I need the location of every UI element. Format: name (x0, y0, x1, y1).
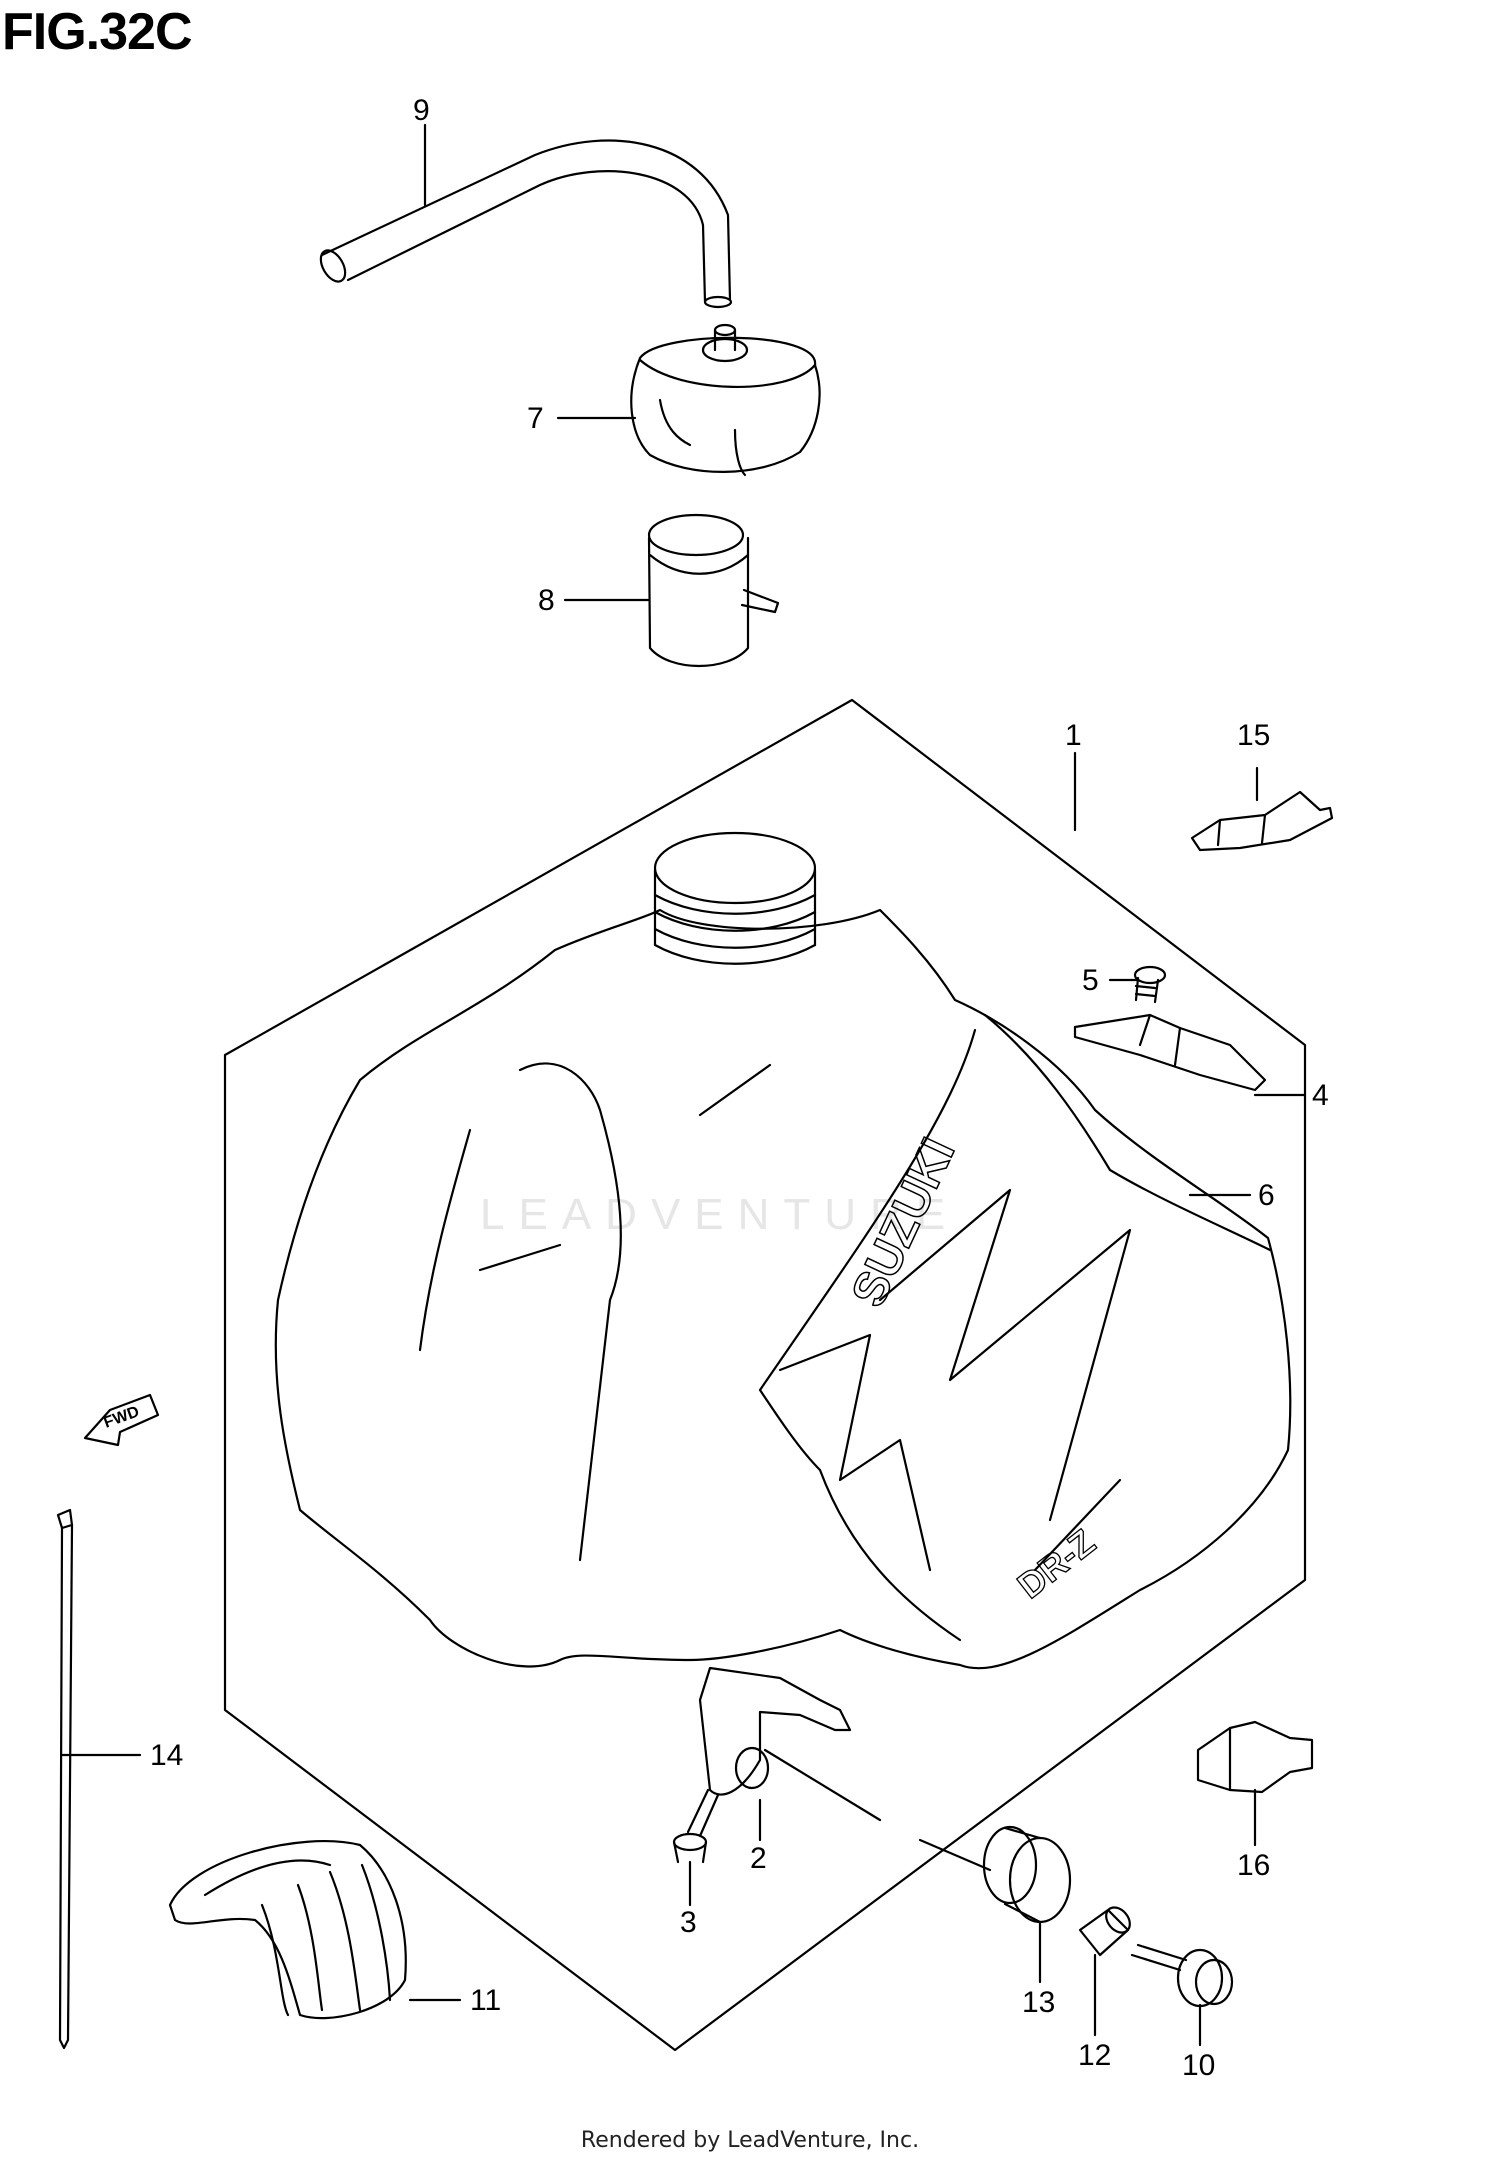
collar[interactable] (1078, 1903, 1135, 1957)
figure-title: FIG.32C (2, 3, 192, 61)
bolt-10[interactable] (1130, 1943, 1234, 2008)
callout-14[interactable]: 14 (150, 1739, 183, 1772)
callout-11[interactable]: 11 (470, 1984, 501, 2017)
cushion-16[interactable] (1196, 1720, 1314, 1794)
fwd-arrow-icon (83, 1393, 160, 1447)
tank-brand-text: SUZUKI (842, 1130, 966, 1314)
clip-15[interactable] (1190, 790, 1334, 852)
fwd-label: FWD (102, 1403, 142, 1431)
callout-10[interactable]: 10 (1182, 2049, 1215, 2082)
tank-model-text: DR-Z (1010, 1521, 1103, 1606)
fuel-tank[interactable] (274, 831, 1292, 1670)
screw[interactable] (1133, 965, 1167, 1004)
callout-3[interactable]: 3 (680, 1906, 697, 1939)
footer-credit: Rendered by LeadVenture, Inc. (580, 2128, 920, 2153)
callout-8[interactable]: 8 (538, 584, 555, 617)
callout-16[interactable]: 16 (1237, 1849, 1270, 1882)
callout-13[interactable]: 13 (1022, 1986, 1055, 2019)
assembly-frame (223, 698, 1307, 2052)
callout-5[interactable]: 5 (1082, 964, 1099, 997)
bolt-3[interactable] (672, 1788, 720, 1864)
lower-bracket[interactable] (698, 1666, 852, 1796)
callout-1[interactable]: 1 (1065, 719, 1082, 752)
tie-strap[interactable] (56, 1508, 74, 2050)
grommet[interactable] (982, 1825, 1072, 1924)
callout-4[interactable]: 4 (1312, 1079, 1329, 1112)
callout-2[interactable]: 2 (750, 1842, 767, 1875)
callout-9[interactable]: 9 (413, 94, 430, 127)
callout-15[interactable]: 15 (1237, 719, 1270, 752)
callout-12[interactable]: 12 (1078, 2039, 1111, 2072)
callout-7[interactable]: 7 (527, 402, 544, 435)
fuel-cap[interactable] (630, 323, 821, 477)
callout-6[interactable]: 6 (1258, 1179, 1275, 1212)
filler-strainer[interactable] (647, 513, 780, 667)
vent-hose[interactable] (316, 139, 733, 309)
tank-bracket[interactable] (1073, 1013, 1267, 1092)
heat-protector[interactable] (168, 1840, 407, 2020)
leader-lines (60, 123, 1307, 2047)
